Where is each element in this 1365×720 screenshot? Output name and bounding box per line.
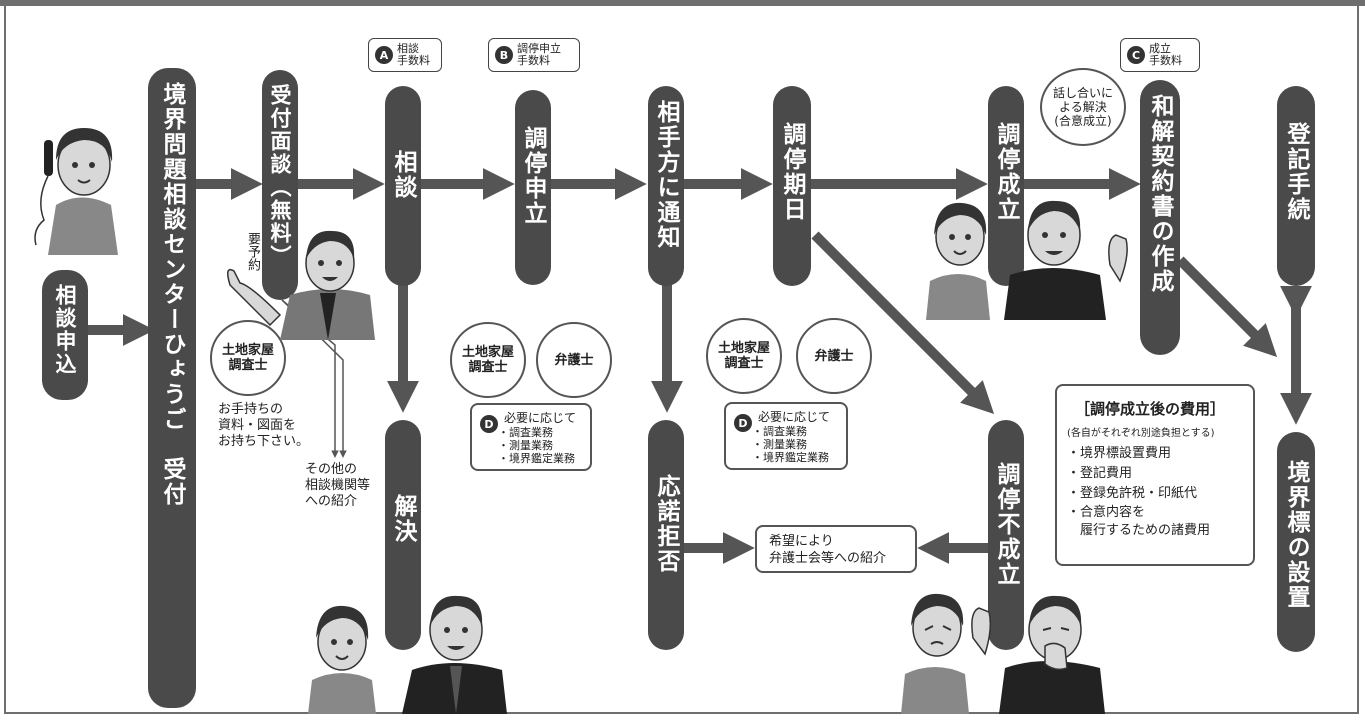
step-resolved-label: 解決 bbox=[390, 494, 416, 544]
surveyor-circle-2: 土地家屋 調査士 bbox=[450, 322, 526, 398]
surveyor-circle-3: 土地家屋 調査士 bbox=[706, 318, 782, 394]
fee-tag-a-text: 相談 手数料 bbox=[397, 42, 430, 67]
d-box-2-item-1: ・調査業務 bbox=[752, 425, 807, 438]
step-center: 境界問題相談センターひょうご 受付 bbox=[148, 68, 196, 708]
step-registration: 登記手続 bbox=[1277, 86, 1315, 286]
d-box-1: D 必要に応じて ・調査業務 ・測量業務 ・境界鑑定業務 bbox=[470, 403, 592, 471]
d-box-2: D 必要に応じて ・調査業務 ・測量業務 ・境界鑑定業務 bbox=[724, 402, 848, 470]
step-boundary-marker-label: 境界標の設置 bbox=[1283, 460, 1309, 610]
costs-item: ・登記費用 bbox=[1067, 466, 1133, 481]
step-apply-label: 相談申込 bbox=[53, 284, 77, 376]
fee-tag-c-text: 成立 手数料 bbox=[1149, 42, 1182, 67]
costs-item: ・登録免許税・印紙代 bbox=[1067, 486, 1198, 501]
note-other-orgs: その他の 相談機関等 への紹介 bbox=[305, 462, 371, 509]
step-mediation-filing: 調停申立 bbox=[515, 90, 551, 285]
step-boundary-marker: 境界標の設置 bbox=[1277, 432, 1315, 652]
step-refuse-label: 応諾拒否 bbox=[653, 474, 679, 574]
resolved-people-illustration bbox=[308, 595, 507, 714]
step-resolved: 解決 bbox=[385, 420, 421, 650]
badge-a: A bbox=[375, 46, 393, 64]
fee-tag-b: B 調停申立 手数料 bbox=[488, 38, 580, 72]
frame bbox=[4, 6, 1359, 714]
step-agreement-label: 和解契約書の作成 bbox=[1147, 94, 1173, 294]
d-box-2-item-2: ・測量業務 bbox=[752, 438, 807, 451]
costs-title: ［調停成立後の費用］ bbox=[1075, 400, 1226, 418]
d-box-2-item-3: ・境界鑑定業務 bbox=[752, 451, 829, 464]
staff-man-illustration bbox=[227, 230, 375, 340]
note-bring-docs: お手持ちの 資料・図面を お持ち下さい。 bbox=[218, 402, 310, 449]
step-reception-label: 受付面談（無料） bbox=[268, 84, 292, 268]
badge-d-2: D bbox=[734, 414, 752, 432]
d-box-2-title: 必要に応じて bbox=[758, 410, 831, 424]
arrow-date-failed bbox=[811, 231, 995, 415]
badge-b: B bbox=[495, 46, 513, 64]
step-notify-label: 相手方に通知 bbox=[653, 100, 679, 250]
costs-list: ・境界標設置費用 ・登記費用 ・登録免許税・印紙代 ・合意内容を 履行するための… bbox=[1067, 444, 1210, 540]
failed-people-illustration bbox=[901, 593, 1105, 714]
d-box-1-item-1: ・調査業務 bbox=[498, 426, 553, 439]
surveyor-circle-1: 土地家屋 調査士 bbox=[210, 320, 286, 396]
d-box-1-title: 必要に応じて bbox=[504, 411, 577, 425]
settled-people-illustration bbox=[926, 200, 1128, 320]
lawyer-circle-1: 弁護士 bbox=[536, 322, 612, 398]
step-failed: 調停不成立 bbox=[988, 420, 1024, 650]
step-registration-label: 登記手続 bbox=[1283, 122, 1309, 222]
lawyer-circle-2: 弁護士 bbox=[796, 318, 872, 394]
badge-d-1: D bbox=[480, 415, 498, 433]
top-bar bbox=[0, 0, 1365, 6]
note-reservation: 要予約 bbox=[245, 232, 260, 271]
step-agreement: 和解契約書の作成 bbox=[1140, 80, 1180, 355]
step-settled-label: 調停成立 bbox=[993, 122, 1019, 222]
referral-box: 希望により 弁護士会等への紹介 bbox=[755, 525, 917, 573]
arrow-agreement-boundary bbox=[1176, 256, 1278, 358]
fee-tag-a: A 相談 手数料 bbox=[368, 38, 442, 72]
step-mediation-date: 調停期日 bbox=[773, 86, 811, 286]
costs-item: ・境界標設置費用 bbox=[1067, 446, 1172, 461]
woman-phone-illustration bbox=[34, 128, 118, 255]
badge-c: C bbox=[1127, 46, 1145, 64]
d-box-1-item-2: ・測量業務 bbox=[498, 439, 553, 452]
step-consult: 相談 bbox=[385, 86, 421, 286]
step-refuse: 応諾拒否 bbox=[648, 420, 684, 650]
step-apply: 相談申込 bbox=[42, 270, 88, 400]
fee-tag-c: C 成立 手数料 bbox=[1120, 38, 1200, 72]
step-mediation-filing-label: 調停申立 bbox=[520, 126, 546, 226]
step-failed-label: 調停不成立 bbox=[993, 462, 1019, 587]
step-settled: 調停成立 bbox=[988, 86, 1024, 286]
referral-text: 希望により 弁護士会等への紹介 bbox=[769, 534, 887, 566]
costs-box: ［調停成立後の費用］ (各自がそれぞれ別途負担とする) ・境界標設置費用 ・登記… bbox=[1055, 384, 1255, 566]
agreement-bubble: 話し合いに よる解決 (合意成立) bbox=[1040, 68, 1126, 146]
step-center-label: 境界問題相談センターひょうご 受付 bbox=[159, 82, 185, 507]
step-consult-label: 相談 bbox=[390, 150, 416, 200]
costs-subtitle: (各自がそれぞれ別途負担とする) bbox=[1067, 428, 1215, 439]
step-reception: 受付面談（無料） bbox=[262, 70, 298, 300]
fee-tag-b-text: 調停申立 手数料 bbox=[517, 42, 561, 67]
step-notify: 相手方に通知 bbox=[648, 86, 684, 286]
costs-item: ・合意内容を 履行するための諸費用 bbox=[1067, 505, 1211, 538]
step-mediation-date-label: 調停期日 bbox=[779, 122, 805, 222]
d-box-1-item-3: ・境界鑑定業務 bbox=[498, 452, 575, 465]
